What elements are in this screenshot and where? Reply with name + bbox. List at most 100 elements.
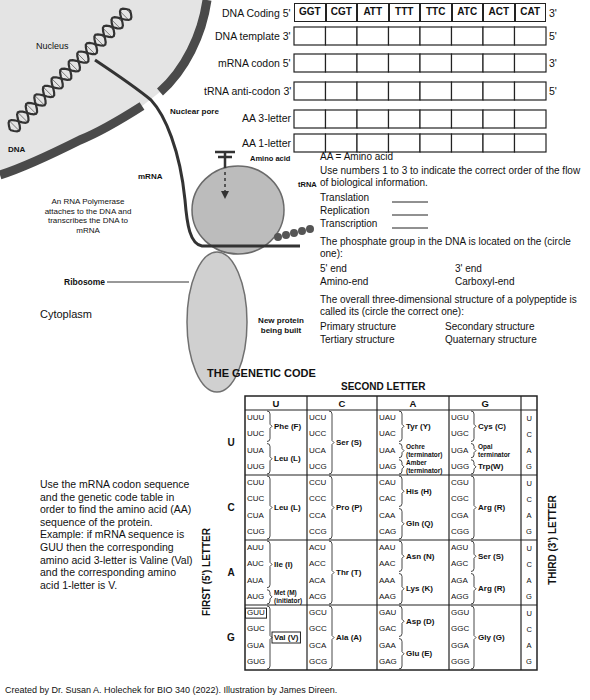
codon: CUG [247,527,265,537]
answer-box [420,110,452,128]
answer-box [420,54,452,72]
amino-acid-name: Arg (R) [478,503,520,512]
answer-box [294,134,326,152]
table-rule [376,396,377,670]
answer-box [389,27,421,45]
codon: CGC [451,494,469,504]
codon: AUG [247,592,264,602]
example-highlight [246,608,267,618]
amino-acid-name: Ser (S) [478,552,520,561]
sequence-box: TTC [420,3,452,22]
part-label: Nucleus [36,41,69,52]
amino-acid-name: Tyr (Y) [406,422,448,431]
sequence-box: CGT [326,3,358,22]
column-letter: G [482,398,489,409]
amino-acid-bead [282,231,290,239]
codon: AAG [379,592,396,602]
third-letter: A [527,641,532,650]
codon: CUC [247,494,264,504]
instruction-text: Use the mRNA codon sequence and the gene… [40,478,196,591]
row-label: 3' [549,57,557,70]
answer-box [515,27,547,45]
amino-acid-name: Val (V) [274,633,306,642]
codon-brace [399,606,404,637]
question-text: Quaternary structure [445,334,537,346]
third-letter: C [527,625,532,634]
question-text: Amino-end [320,276,368,288]
part-label: tRNA [298,180,317,189]
sequence-box: ACT [483,3,515,22]
codon-brace [399,574,404,605]
codon: UGU [451,413,469,423]
third-letter: U [527,609,532,618]
base-triplet: CAT [516,4,546,20]
part-label: Amino acid [250,154,290,163]
codon: AUC [247,559,264,569]
part-label: mRNA [138,172,162,182]
codon: GCA [309,641,326,651]
row-letter: A [228,567,235,579]
answer-box [452,82,484,100]
ribosome-small-subunit [192,166,284,254]
codon: AGU [451,543,468,553]
codon-brace [267,411,272,442]
answer-box [357,134,389,152]
third-letter: G [526,462,532,471]
third-letter: C [527,495,532,504]
third-letter: A [527,576,532,585]
axis-title: FIRST (5') LETTER [201,528,213,616]
codon-brace [267,444,272,475]
answer-box [294,27,326,45]
answer-box [389,82,421,100]
amino-acid-bead [306,225,314,233]
codon-brace [471,606,476,669]
amino-acid-name: Gln (Q) [406,519,448,528]
amino-acid-name: Glu (E) [406,649,448,658]
question-text: 5' end [320,263,347,275]
base-triplet: CGT [327,4,357,20]
codon: UCC [309,429,326,439]
codon: GAU [379,608,396,618]
codon: AAU [379,543,395,553]
codon: UUG [247,462,265,472]
codon-brace [267,541,272,588]
base-triplet: GGT [295,4,325,20]
axis-title: THIRD (3') LETTER [547,495,559,585]
codon: ACA [309,576,325,586]
codon: AUA [247,576,263,586]
answer-box [294,110,326,128]
amino-acid-name: Opal terminator [478,443,520,458]
codon: GGC [451,624,469,634]
codon: UAA [379,446,395,456]
leader-line [107,282,189,283]
codon: GUA [247,641,264,651]
row-letter: U [228,437,235,449]
part-label: Nuclear pore [170,107,219,117]
third-letter: U [527,479,532,488]
codon: UCG [309,462,327,472]
answer-box [389,54,421,72]
part-label: An RNA Polymerase attaches to the DNA an… [38,197,138,235]
question-text: AA = Amino acid [320,151,582,163]
amino-acid-name: Amber (terminator) [406,459,448,474]
third-letter: A [527,446,532,455]
answer-box [294,54,326,72]
codon-brace [329,476,334,539]
question-text: Replication [320,205,369,217]
codon: CAC [379,494,396,504]
question-text: Translation [320,192,369,204]
codon: CCG [309,527,327,537]
row-label: 5' [549,85,557,98]
codon-brace [267,590,272,604]
amino-acid-name: Thr (T) [336,568,376,577]
amino-acid-name: Trp(W) [478,462,520,471]
amino-acid-name: Lys (K) [406,584,448,593]
sequence-box: CAT [515,3,547,22]
codon-brace [329,411,334,474]
codon: GCG [309,657,327,667]
table-rule [245,539,537,540]
amino-acid-name: Pro (P) [336,503,376,512]
amino-acid-bead [274,233,282,241]
codon-brace [471,460,476,474]
answer-box [389,134,421,152]
